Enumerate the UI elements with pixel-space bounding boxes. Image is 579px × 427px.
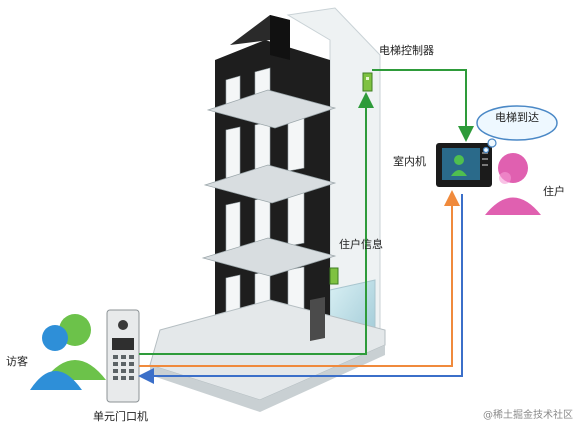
- label-resident: 住户: [543, 185, 565, 198]
- green-line-door-to-controller: [139, 92, 374, 355]
- watermark: @稀土掘金技术社区: [483, 410, 573, 421]
- speech-bubble-icon: [476, 105, 558, 154]
- door-station-icon: [106, 309, 140, 403]
- orange-line-door-to-indoor: [139, 190, 460, 367]
- label-indoor-unit: 室内机: [393, 155, 426, 168]
- label-resident-info: 住户信息: [339, 238, 383, 251]
- visitor-person-icon: [30, 314, 106, 390]
- label-visitor: 访客: [6, 355, 28, 368]
- label-elevator-controller: 电梯控制器: [379, 44, 434, 57]
- indoor-monitor-icon: [436, 143, 492, 187]
- label-unit-door-station: 单元门口机: [93, 410, 148, 423]
- resident-person-icon: [485, 153, 541, 215]
- building: [149, 7, 386, 412]
- floor-terminal-icon: [329, 267, 339, 285]
- speech-bubble-text: 电梯到达: [495, 111, 539, 124]
- blue-line-indoor-to-door: [138, 194, 463, 384]
- elevator-controller-icon: [362, 72, 373, 92]
- green-line-controller-to-indoor: [372, 69, 474, 142]
